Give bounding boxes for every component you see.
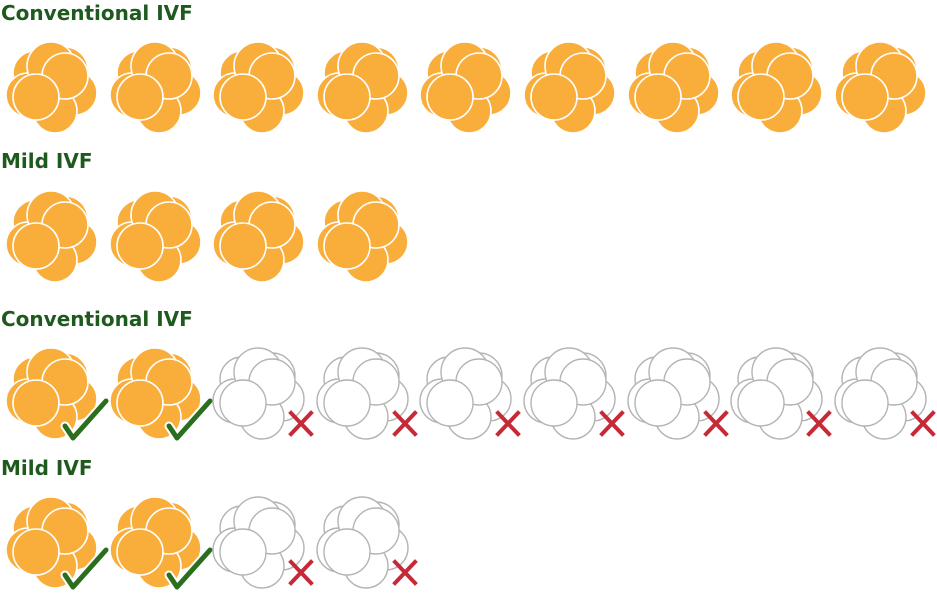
embryo-cluster-icon bbox=[315, 41, 409, 134]
embryo-cluster-icon bbox=[108, 41, 202, 134]
cross-icon bbox=[288, 559, 315, 586]
embryo-cluster-icon bbox=[730, 41, 823, 134]
check-icon bbox=[60, 545, 111, 592]
cross-icon bbox=[495, 410, 522, 437]
check-icon bbox=[60, 396, 111, 443]
embryo-cluster-icon bbox=[419, 347, 522, 440]
embryo-viable bbox=[521, 38, 621, 138]
embryo-nonviable bbox=[625, 344, 729, 444]
embryo-cluster-icon bbox=[5, 41, 98, 134]
embryo-viable bbox=[107, 187, 207, 287]
cross-icon bbox=[599, 410, 625, 437]
embryo-viable bbox=[3, 187, 103, 287]
cross-icon bbox=[288, 410, 315, 437]
cross-icon bbox=[391, 559, 418, 586]
embryo-cluster-icon bbox=[5, 190, 98, 283]
embryo-nonviable bbox=[521, 344, 625, 444]
embryo-cluster-icon bbox=[419, 41, 513, 134]
embryo-viable bbox=[107, 344, 215, 444]
embryo-cluster-icon bbox=[730, 347, 833, 440]
embryo-viable bbox=[210, 38, 310, 138]
embryo-cluster-icon bbox=[108, 496, 215, 592]
section-label: Conventional IVF bbox=[1, 1, 193, 25]
embryo-row bbox=[0, 187, 937, 287]
embryo-nonviable bbox=[210, 344, 315, 444]
embryo-row bbox=[0, 38, 937, 138]
embryo-cluster-icon bbox=[523, 41, 616, 134]
embryo-cluster-icon bbox=[626, 41, 720, 134]
embryo-cluster-icon bbox=[212, 190, 305, 283]
embryo-viable bbox=[832, 38, 932, 138]
embryo-cluster-icon bbox=[5, 496, 111, 592]
embryo-nonviable bbox=[728, 344, 833, 444]
embryo-cluster-icon bbox=[108, 190, 202, 283]
embryo-viable bbox=[625, 38, 725, 138]
embryo-cluster-icon bbox=[212, 41, 305, 134]
embryo-row bbox=[0, 344, 937, 444]
check-icon bbox=[164, 545, 215, 592]
embryo-row bbox=[0, 493, 937, 593]
embryo-viable bbox=[3, 344, 111, 444]
embryo-cluster-icon bbox=[316, 347, 418, 440]
embryo-nonviable bbox=[832, 344, 936, 444]
embryo-cluster-icon bbox=[108, 347, 215, 443]
embryo-viable bbox=[107, 493, 215, 593]
embryo-viable bbox=[728, 38, 828, 138]
cross-icon bbox=[391, 410, 418, 437]
embryo-cluster-icon bbox=[315, 190, 409, 283]
embryo-viable bbox=[417, 38, 517, 138]
embryo-cluster-icon bbox=[834, 347, 936, 440]
embryo-cluster-icon bbox=[5, 347, 111, 443]
embryo-nonviable bbox=[417, 344, 522, 444]
embryo-cluster-icon bbox=[626, 347, 729, 440]
embryo-cluster-icon bbox=[523, 347, 625, 440]
embryo-nonviable bbox=[210, 493, 315, 593]
embryo-viable bbox=[210, 187, 310, 287]
cross-icon bbox=[806, 410, 833, 437]
cross-icon bbox=[909, 410, 936, 437]
embryo-viable bbox=[107, 38, 207, 138]
embryo-cluster-icon bbox=[212, 496, 315, 589]
embryo-nonviable bbox=[314, 344, 418, 444]
cross-icon bbox=[702, 410, 729, 437]
embryo-cluster-icon bbox=[212, 347, 315, 440]
embryo-viable bbox=[314, 38, 414, 138]
embryo-viable bbox=[314, 187, 414, 287]
section-label: Mild IVF bbox=[1, 149, 93, 173]
embryo-viable bbox=[3, 493, 111, 593]
check-icon bbox=[164, 396, 215, 443]
embryo-viable bbox=[3, 38, 103, 138]
section-label: Mild IVF bbox=[1, 456, 93, 480]
section-label: Conventional IVF bbox=[1, 307, 193, 331]
embryo-cluster-icon bbox=[833, 41, 927, 134]
embryo-nonviable bbox=[314, 493, 418, 593]
embryo-cluster-icon bbox=[316, 496, 418, 589]
